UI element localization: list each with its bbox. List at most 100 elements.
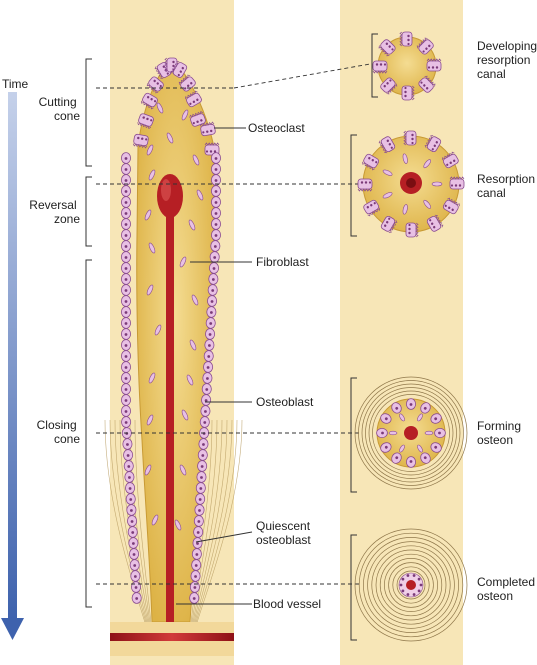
osteoblast-cell [121, 394, 131, 406]
osteoclast-cell [185, 90, 202, 108]
osteoblast-cell [208, 273, 219, 285]
osteoblast-cell [211, 163, 221, 175]
osteoblast-cell [121, 416, 132, 428]
osteoblast-cell [406, 456, 416, 468]
osteoblast-cell [420, 402, 431, 414]
time-label: Time [2, 77, 29, 91]
osteoblast-cell [210, 240, 221, 252]
osteoclast-cell [380, 77, 398, 95]
osteoblast-cell [127, 515, 138, 527]
lamella-ring [379, 553, 443, 617]
fibroblast-cell [191, 294, 199, 306]
lining-cell [399, 583, 403, 587]
osteoblast-cell [380, 442, 392, 453]
lining-cell [417, 589, 421, 593]
section-developing-canal [372, 31, 442, 101]
osteoblast-cell [126, 504, 137, 516]
osteoblast-cell [129, 548, 140, 560]
osteoblast-cell [199, 416, 210, 428]
osteoblast-cell [130, 570, 141, 582]
osteoblast-cell [121, 339, 131, 351]
osteoblast-cell [121, 229, 131, 241]
lamella-line [134, 419, 152, 623]
osteoblast-cell [121, 240, 131, 252]
fibroblast-cell [402, 204, 408, 215]
fibroblast-cell [181, 109, 189, 121]
fibroblast-cell [156, 102, 164, 114]
lamella-line [194, 419, 233, 623]
osteoblast-cell [380, 413, 392, 424]
lamella-ring [358, 532, 464, 638]
osteoclast-cell [137, 113, 154, 130]
osteoblast-cell [201, 383, 212, 395]
osteoblast-cell [121, 152, 131, 164]
osteoblast-cell [121, 196, 131, 208]
osteoblast-cell [202, 372, 213, 384]
osteoclast-cell [363, 199, 381, 217]
osteoblast-cell [121, 306, 131, 318]
fibroblast-cell [417, 413, 423, 422]
osteoblast-cell [122, 438, 133, 450]
label-developing-resorption-canal: Developing resorption canal [477, 39, 537, 81]
osteoblast-cell [434, 428, 446, 438]
time-arrow [1, 92, 24, 640]
label-quiescent-osteoblast: Quiescent osteoblast [256, 519, 313, 547]
osteoblast-cell [376, 428, 388, 438]
fibroblast-cell [146, 414, 154, 426]
fibroblast-cell [179, 256, 187, 268]
osteoblast-cell [406, 398, 416, 410]
label-osteoblast: Osteoblast [256, 395, 314, 409]
osteoclast-cell [426, 58, 442, 72]
osteoclast-cell [416, 37, 434, 55]
section-completed-osteon [354, 528, 468, 642]
osteoblast-cell [121, 405, 131, 417]
lining-cell [419, 583, 423, 587]
label-forming-osteon: Forming osteon [477, 419, 524, 447]
lamella-line [109, 419, 147, 623]
osteoclast-cell [362, 153, 380, 171]
fibroblast-cell [181, 409, 189, 421]
osteoblast-cell [189, 592, 200, 604]
label-blood-vessel: Blood vessel [253, 597, 321, 611]
zone-label-cutting: Cutting cone [39, 95, 81, 123]
osteoblast-cell [206, 306, 217, 318]
lamella-ring [372, 394, 450, 472]
fibroblast-cell [146, 284, 154, 296]
fibroblast-cell [402, 153, 408, 164]
lamella-line [114, 419, 148, 623]
osteoblast-cell [121, 185, 131, 197]
label-fibroblast: Fibroblast [256, 255, 309, 269]
osteoblast-cell [121, 174, 131, 186]
lamella-line [191, 419, 218, 623]
osteoblast-cell [194, 504, 205, 516]
osteoclast-cell [405, 222, 419, 238]
osteoblast-cell [121, 361, 131, 373]
osteoclast-cell [449, 176, 465, 190]
level-lines [96, 63, 371, 585]
osteoblast-cell [430, 442, 442, 453]
osteoblast-cell [197, 460, 208, 472]
fibroblast-cell [388, 430, 398, 436]
fibroblast-cell [189, 339, 197, 351]
fibroblast-cell [192, 154, 200, 166]
lamella-ring [388, 562, 434, 608]
osteoblast-cell [193, 515, 204, 527]
osteoblast-cell [209, 251, 220, 263]
osteoblast-cell [121, 262, 131, 274]
osteoblast-cell [124, 471, 135, 483]
osteoblast-cell [128, 537, 139, 549]
osteoblast-cell [121, 163, 131, 175]
osteoblast-cell [125, 482, 136, 494]
lamella-ring [354, 528, 468, 642]
label-completed-osteon: Completed osteon [477, 575, 537, 603]
lamella-ring [367, 541, 455, 629]
osteoblast-cell [125, 493, 136, 505]
osteoblast-cell [391, 452, 402, 464]
cell-layer [121, 57, 221, 604]
lamella-line [195, 419, 238, 623]
osteoblast-cell [197, 449, 208, 461]
label-resorption-canal: Resorption canal [477, 172, 537, 200]
lamella-ring [375, 549, 447, 621]
lamella-ring [384, 558, 438, 612]
